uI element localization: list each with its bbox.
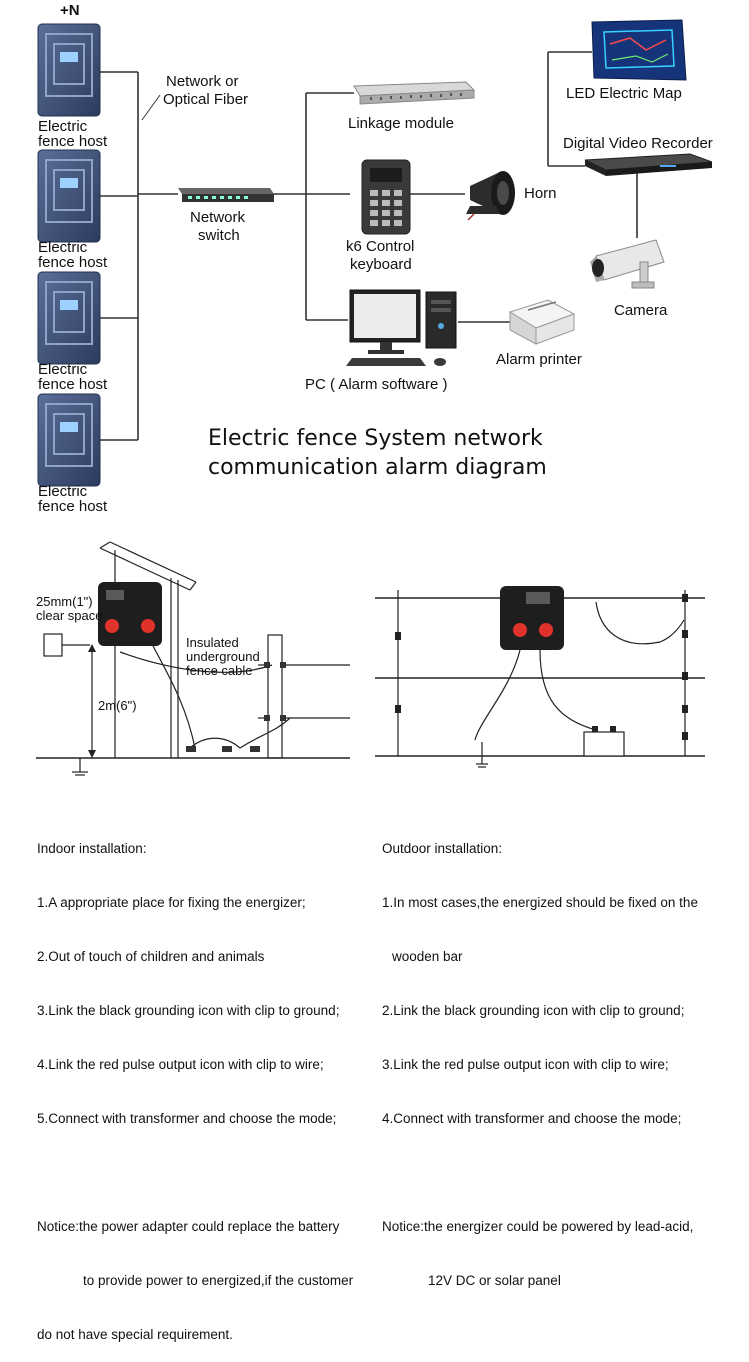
indoor-item: 4.Link the red pulse output icon with cl… (37, 1057, 324, 1072)
outdoor-notice: 12V DC or solar panel (428, 1273, 561, 1288)
indoor-item: 5.Connect with transformer and choose th… (37, 1111, 337, 1126)
led-map-label: LED Electric Map (566, 85, 682, 102)
outdoor-item: 4.Connect with transformer and choose th… (382, 1111, 682, 1126)
outdoor-item: wooden bar (392, 949, 463, 964)
camera-label: Camera (614, 302, 668, 319)
outdoor-notes: Outdoor installation: 1.In most cases,th… (382, 804, 698, 1308)
host-label-3b: fence host (38, 376, 108, 393)
indoor-item: 3.Link the black grounding icon with cli… (37, 1003, 340, 1018)
clear-space-label-1: 25mm(1") (36, 594, 93, 609)
cable-label-3: fence cable (186, 663, 253, 678)
fiber-label-1: Network or (166, 73, 239, 90)
outdoor-energizer-icon (500, 586, 564, 650)
top-label: +N (60, 2, 80, 19)
horn-icon (466, 171, 515, 221)
height-arrow-top (88, 644, 96, 652)
horn-label: Horn (524, 185, 557, 202)
printer-icon (508, 299, 576, 345)
led-map-icon (591, 19, 687, 81)
diagram-title-1: Electric fence System network (208, 426, 543, 451)
printer-label: Alarm printer (496, 351, 582, 368)
linkage-label: Linkage module (348, 115, 454, 132)
cable-label-1: Insulated (186, 635, 239, 650)
fiber-label-2: Optical Fiber (163, 91, 248, 108)
host-label-2b: fence host (38, 254, 108, 271)
diagram-title-2: communication alarm diagram (208, 455, 547, 480)
network-switch-icon (178, 188, 274, 202)
keyboard-label-1: k6 Control (346, 238, 414, 255)
camera-icon (590, 239, 665, 289)
indoor-energizer-icon (98, 582, 162, 646)
switch-label-1: Network (190, 209, 246, 226)
outdoor-item: 1.In most cases,the energized should be … (382, 895, 698, 910)
indoor-item: 1.A appropriate place for fixing the ene… (37, 895, 306, 910)
network-diagram: +N (37, 2, 713, 515)
fence-host-1 (37, 23, 101, 117)
pc-label: PC ( Alarm software ) (305, 376, 448, 393)
outdoor-notice: Notice:the energizer could be powered by… (382, 1219, 694, 1234)
fence-host-4 (37, 393, 101, 487)
cable-label-2: underground (186, 649, 260, 664)
host-label-4a: Electric (38, 483, 88, 500)
indoor-notice: Notice:the power adapter could replace t… (37, 1219, 340, 1234)
keyboard-icon (361, 159, 411, 235)
fiber-pointer (141, 94, 161, 121)
dvr-label: Digital Video Recorder (563, 135, 713, 152)
outdoor-item: 2.Link the black grounding icon with cli… (382, 1003, 685, 1018)
height-label: 2m(6") (98, 698, 137, 713)
pc-icon (346, 289, 457, 366)
indoor-notice: do not have special requirement. (37, 1327, 233, 1342)
host-label-1b: fence host (38, 133, 108, 150)
clear-space-label-2: clear space (36, 608, 102, 623)
host-label-4b: fence host (38, 498, 108, 515)
battery-icon (583, 726, 625, 757)
fence-host-2 (37, 149, 101, 243)
switch-label-2: switch (198, 227, 240, 244)
dvr-icon (584, 153, 713, 176)
host-label-1a: Electric (38, 118, 88, 135)
host-label-2a: Electric (38, 239, 88, 256)
outdoor-heading: Outdoor installation: (382, 841, 503, 856)
indoor-heading: Indoor installation: (37, 841, 147, 856)
installation-sketches: 25mm(1") clear space 2m(6") Insulated un… (36, 541, 705, 776)
linkage-module-icon (353, 81, 476, 105)
host-label-3a: Electric (38, 361, 88, 378)
outdoor-item: 3.Link the red pulse output icon with cl… (382, 1057, 669, 1072)
indoor-notes: Indoor installation: 1.A appropriate pla… (37, 804, 353, 1362)
keyboard-label-2: keyboard (350, 256, 412, 273)
indoor-item: 2.Out of touch of children and animals (37, 949, 265, 964)
fence-host-3 (37, 271, 101, 365)
height-arrow-bottom (88, 750, 96, 758)
fence-insulators (186, 662, 286, 752)
outdoor-insulators (395, 594, 688, 740)
indoor-notice: to provide power to energized,if the cus… (83, 1273, 354, 1288)
